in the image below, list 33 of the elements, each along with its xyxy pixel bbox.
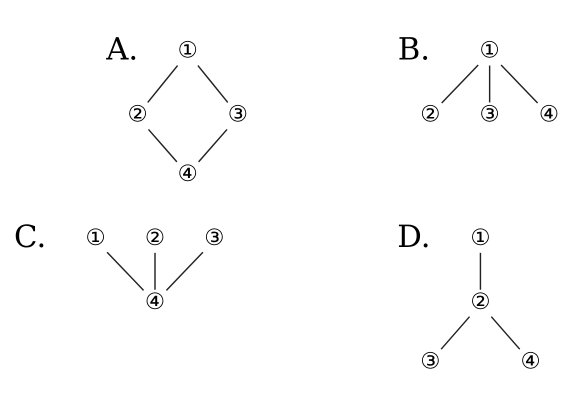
node-text: ① [178, 38, 198, 64]
node-text: ① [470, 225, 491, 252]
node-text: ④ [520, 348, 541, 374]
connector [500, 64, 538, 104]
node-text: ② [420, 102, 440, 128]
connector [441, 64, 479, 104]
node-text: ① [86, 225, 106, 252]
connector [154, 252, 156, 290]
node-text: ② [470, 288, 491, 315]
connector [106, 252, 144, 291]
connector [148, 128, 178, 162]
node-text: ③ [420, 348, 440, 374]
connector [147, 65, 178, 103]
connector [488, 66, 490, 102]
connector [490, 316, 520, 350]
node-text: ④ [144, 288, 166, 315]
node-text: ② [128, 102, 148, 128]
connector [197, 65, 228, 103]
node-text: ③ [480, 102, 500, 128]
label: D. [397, 220, 431, 255]
connector [166, 252, 204, 291]
connector [198, 128, 228, 162]
label: C. [14, 220, 46, 255]
label: A. [106, 32, 138, 68]
connector [440, 316, 470, 350]
node-text: ③ [204, 225, 224, 252]
node-text: ③ [228, 102, 248, 128]
connector [480, 252, 482, 290]
node-text: ④ [178, 161, 198, 188]
label: B. [398, 32, 430, 68]
node-text: ② [144, 225, 166, 252]
node-text: ④ [538, 102, 560, 128]
node-text: ① [480, 38, 500, 64]
